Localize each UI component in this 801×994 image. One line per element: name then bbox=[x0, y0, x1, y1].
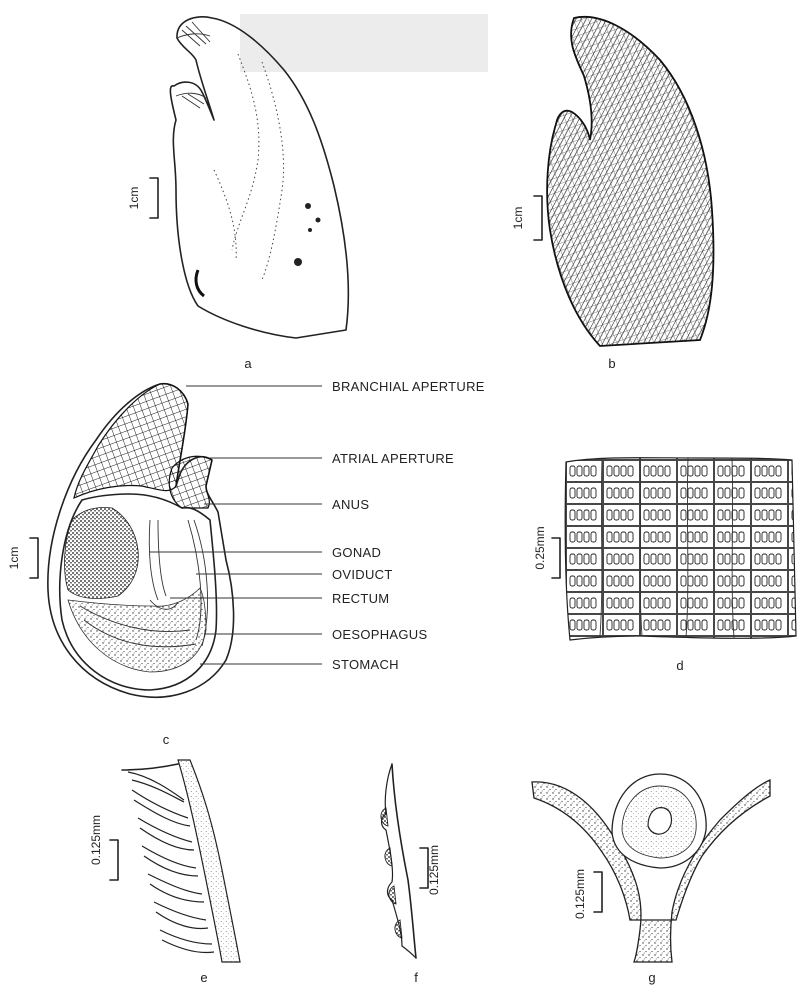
panel-b-tunic-fibres bbox=[547, 17, 713, 346]
panel-c-letter: c bbox=[163, 732, 170, 747]
panel-d-scale-bar: 0.25mm bbox=[533, 526, 560, 578]
panel-b-letter: b bbox=[608, 356, 615, 371]
panel-d-scale-label: 0.25mm bbox=[533, 526, 547, 569]
label-gonad: GONAD bbox=[332, 545, 381, 560]
panel-d-branchial-sac bbox=[565, 458, 796, 640]
panel-f-scale-bar: 0.125mm bbox=[420, 845, 441, 895]
panel-a-letter: a bbox=[244, 356, 252, 371]
panel-e-scale-label: 0.125mm bbox=[89, 815, 103, 865]
panel-f-bars bbox=[381, 764, 416, 958]
panel-c-labels: BRANCHIAL APERTURE ATRIAL APERTURE ANUS … bbox=[332, 379, 485, 672]
panel-c-scale-bar: 1cm bbox=[7, 538, 38, 578]
panel-c-dissection bbox=[48, 384, 234, 698]
panel-g-scale-label: 0.125mm bbox=[573, 869, 587, 919]
panel-f-scale-label: 0.125mm bbox=[427, 845, 441, 895]
panel-d-letter: d bbox=[676, 658, 683, 673]
panel-e-papillae bbox=[122, 760, 240, 962]
label-oesophagus: OESOPHAGUS bbox=[332, 627, 427, 642]
panel-e-letter: e bbox=[200, 970, 207, 985]
label-atrial-aperture: ATRIAL APERTURE bbox=[332, 451, 454, 466]
panel-e-scale-bar: 0.125mm bbox=[89, 815, 118, 880]
label-anus: ANUS bbox=[332, 497, 369, 512]
panel-a-scale-label: 1cm bbox=[127, 187, 141, 210]
panel-b-scale-label: 1cm bbox=[511, 207, 525, 230]
label-stomach: STOMACH bbox=[332, 657, 399, 672]
label-rectum: RECTUM bbox=[332, 591, 389, 606]
panel-g-letter: g bbox=[648, 970, 655, 985]
panel-g-scale-bar: 0.125mm bbox=[573, 869, 602, 919]
panel-c-scale-label: 1cm bbox=[7, 547, 21, 570]
label-branchial-aperture: BRANCHIAL APERTURE bbox=[332, 379, 485, 394]
panel-a-scale-bar: 1cm bbox=[127, 178, 158, 218]
label-oviduct: OVIDUCT bbox=[332, 567, 393, 582]
panel-b-scale-bar: 1cm bbox=[511, 196, 542, 240]
panel-g-languet-section bbox=[532, 774, 770, 962]
panel-f-letter: f bbox=[414, 970, 418, 985]
